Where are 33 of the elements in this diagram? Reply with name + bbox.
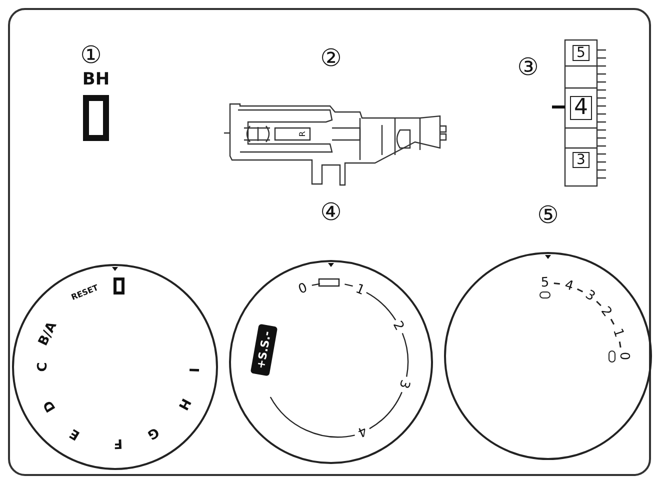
stretch-stitch-band: +S.S.- <box>250 324 278 376</box>
dial-number: 0 <box>618 352 630 360</box>
scale-number: 4 <box>570 96 592 120</box>
callout-number: ④ <box>320 200 342 224</box>
dial-letter: G <box>145 424 161 442</box>
dial-number: 2 <box>390 320 406 334</box>
dial-number: 1 <box>610 327 626 340</box>
mode-label: BH <box>82 72 110 88</box>
dial-letter: E <box>68 426 82 442</box>
callout-number: ⑤ <box>537 203 559 227</box>
dial-number: 2 <box>598 304 614 320</box>
scale-number: 3 <box>572 152 590 168</box>
dial-letter: C <box>36 362 50 372</box>
callout-number: ③ <box>517 55 539 79</box>
foot-marking: R <box>299 131 307 137</box>
dial-number: 1 <box>354 282 366 298</box>
callout-number: ① <box>80 43 102 67</box>
dial-number: 0 <box>296 282 310 297</box>
dial-letter: F <box>112 436 122 450</box>
dial-number: 4 <box>355 424 368 440</box>
dial-letter: H <box>176 396 192 412</box>
dial-letter: B/A <box>36 320 59 348</box>
control-dial <box>444 252 652 460</box>
dial-number: 5 <box>541 276 550 290</box>
control-dial <box>12 264 218 470</box>
dial-number: 3 <box>396 378 412 390</box>
control-dial <box>229 260 433 464</box>
dial-number: 4 <box>563 278 576 294</box>
dial-letter: I <box>186 367 200 372</box>
scale-number: 5 <box>572 45 590 61</box>
dial-letter: D <box>42 398 58 414</box>
dial-number: 3 <box>582 288 597 304</box>
callout-number: ② <box>320 46 342 70</box>
